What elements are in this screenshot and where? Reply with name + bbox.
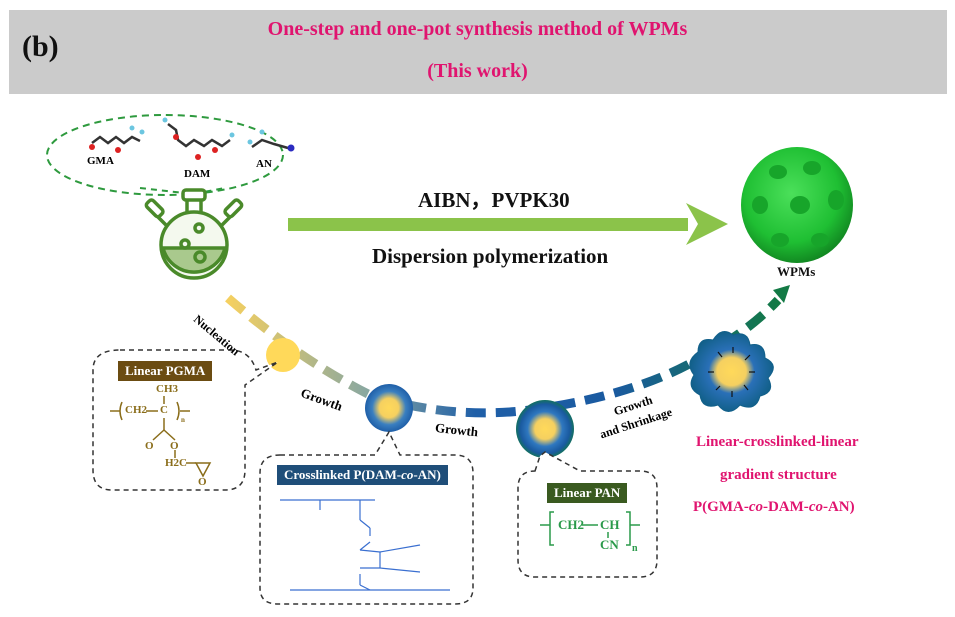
pan-tag: Linear PAN: [547, 483, 628, 503]
pan-structure: [540, 511, 640, 546]
pan-ch2: CH2: [558, 517, 584, 532]
pgma-h2c: H2C: [165, 457, 187, 469]
reaction-conditions: AIBN，PVPK30: [418, 188, 570, 212]
result-line-3-a: P(GMA-: [693, 499, 749, 515]
header-banner: [9, 10, 947, 94]
pgma-c: C: [160, 404, 168, 416]
growth-particle-1: [365, 384, 413, 432]
pgma-ch2: CH2: [125, 404, 147, 416]
crosslinked-tag: Crosslinked P(DAM-co-AN): [277, 465, 448, 485]
growth-path-arrowhead: [773, 285, 790, 303]
result-line-3-c: -DAM-: [762, 499, 809, 515]
figure-title: One-step and one-pot synthesis method of…: [267, 18, 688, 40]
reaction-arrow[interactable]: [288, 203, 728, 245]
dam-molecule-icon: [162, 117, 235, 160]
crosslinked-tag-italic: co: [401, 467, 414, 482]
figure-subtitle: (This work): [427, 60, 528, 82]
nucleus-particle: [266, 338, 300, 372]
pgma-callout-box: [92, 349, 279, 491]
pgma-tag: Linear PGMA: [118, 361, 213, 381]
monomer-bubble: [46, 114, 284, 196]
pgma-ch3: CH3: [156, 383, 178, 395]
result-line-3: P(GMA-co-DAM-co-AN): [693, 499, 855, 516]
result-line-3-e: -AN): [822, 499, 855, 515]
wpm-microsphere: [741, 147, 853, 263]
monomer-label-an: AN: [256, 158, 272, 170]
pgma-o2: O: [170, 440, 179, 452]
product-label: WPMs: [777, 264, 816, 279]
pgma-o3: O: [198, 476, 207, 488]
pan-ch: CH: [600, 517, 620, 532]
reaction-method: Dispersion polymerization: [372, 244, 609, 268]
monomer-label-gma: GMA: [87, 155, 114, 167]
panel-label: (b): [22, 30, 59, 63]
result-line-3-b: co: [748, 499, 763, 515]
pan-cn: CN: [600, 537, 619, 552]
result-line-3-d: co: [808, 499, 823, 515]
an-molecule-icon: [247, 129, 295, 152]
shrinkage-particle: [689, 330, 774, 412]
monomer-label-dam: DAM: [184, 168, 211, 180]
crosslinked-tag-prefix: Crosslinked P(DAM-: [284, 467, 402, 482]
result-line-1: Linear-crosslinked-linear: [696, 434, 859, 450]
crosslinked-tag-suffix: -AN): [413, 467, 441, 482]
flask-icon: [144, 188, 244, 280]
crosslinked-structure: [280, 499, 450, 591]
result-line-2: gradient structure: [720, 467, 837, 483]
pan-n: n: [632, 543, 638, 554]
pgma-o1: O: [145, 440, 154, 452]
pgma-structure: [110, 396, 212, 478]
pgma-n: n: [181, 416, 185, 424]
gma-molecule-icon: [89, 125, 145, 153]
growth-particle-2: [516, 400, 574, 458]
